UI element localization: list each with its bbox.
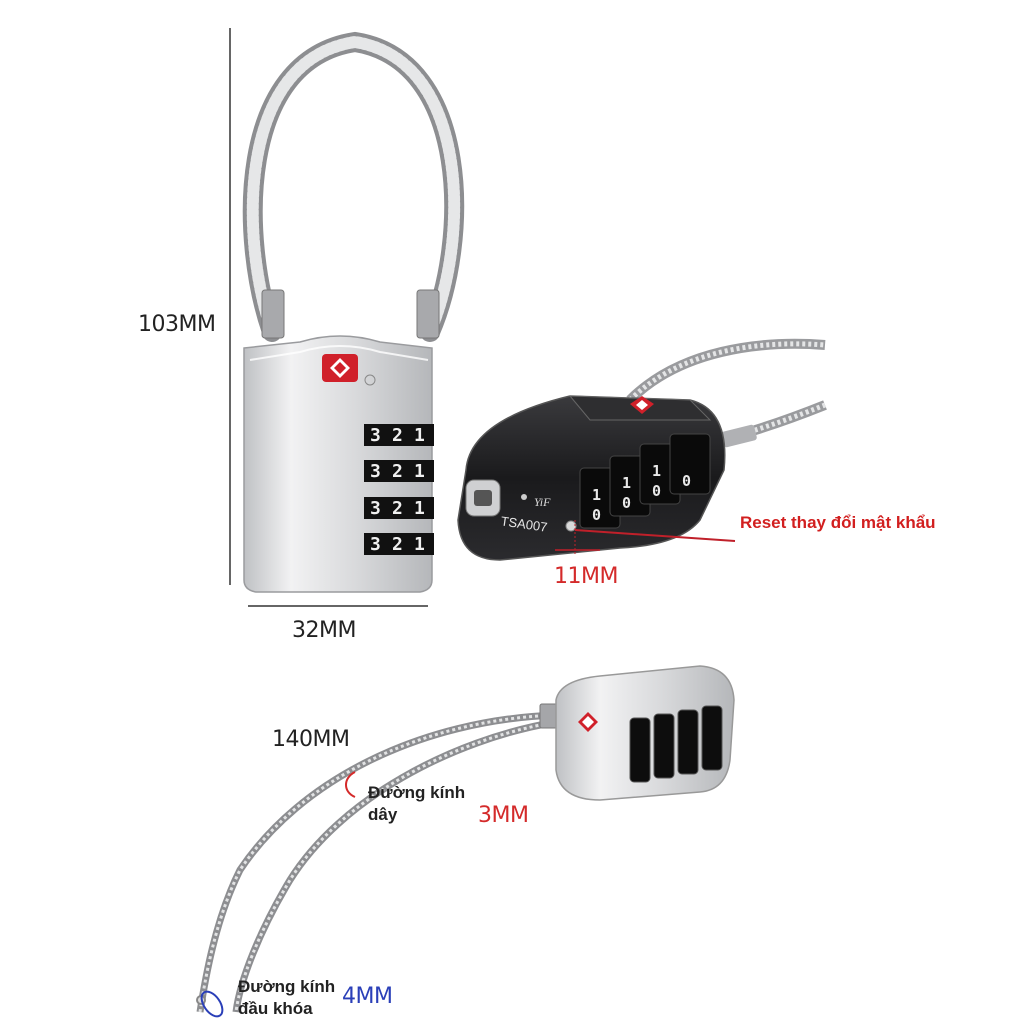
svg-text:1: 1 [592,486,601,504]
cable-diameter-value: 3MM [478,803,529,828]
svg-text:0: 0 [592,506,601,524]
cable-diameter-line1: Đường kính [368,783,466,802]
svg-text:1: 1 [652,462,661,480]
dial-digit: 1 [414,534,425,555]
thickness-label: 11MM [554,564,618,589]
dial-digit: 3 [370,461,381,482]
head-diameter-marker [200,990,224,1018]
black-lock-side: 0 0 0 0 1 1 1 [457,338,827,561]
height-label: 103MM [138,312,216,337]
head-diameter-annotation: Đường kính đầu khóa [238,976,335,1020]
svg-text:0: 0 [652,482,661,500]
combination-dials [579,433,711,529]
brand-label: YiF [534,495,551,509]
dial-digit: 2 [392,498,403,519]
cable-ferrule [721,424,757,448]
cable-diameter-line2: dây [368,805,398,824]
dial-digit: 3 [370,425,381,446]
dial-digit: 3 [370,498,381,519]
head-diameter-value: 4MM [342,984,393,1009]
reset-pointer-line [574,529,736,542]
cable-diameter-annotation: Đường kính dây [368,782,465,826]
reset-annotation: Reset thay đổi mật khẩu [740,513,936,532]
svg-text:0: 0 [622,494,631,512]
combination-dials [629,705,723,783]
dial-digit: 1 [414,498,425,519]
lock-body [243,335,433,593]
tsa-logo-icon [630,396,654,414]
cable-ferrule-left [261,289,285,339]
tsa-logo-icon [322,354,358,382]
combination-dials [364,424,434,555]
dial-digit: 1 [414,425,425,446]
head-diameter-line2: đầu khóa [238,999,313,1018]
dial-digit: 1 [414,461,425,482]
head-diameter-line1: Đường kính [238,977,336,996]
svg-text:1: 1 [622,474,631,492]
cable-length-label: 140MM [272,727,350,752]
dial-digit: 3 [370,534,381,555]
model-label: TSA007 [500,513,549,534]
silver-lock-open-cable [196,665,735,1018]
dial-digit: 2 [392,461,403,482]
svg-text:0: 0 [682,472,691,490]
cable-diameter-marker [345,771,356,798]
width-label: 32MM [292,618,356,643]
silver-lock-front [242,31,465,593]
reset-button [565,520,577,532]
cable-ferrule-right [416,289,440,339]
tsa-logo-icon [578,712,598,732]
dial-digit: 2 [392,534,403,555]
dial-digit: 2 [392,425,403,446]
